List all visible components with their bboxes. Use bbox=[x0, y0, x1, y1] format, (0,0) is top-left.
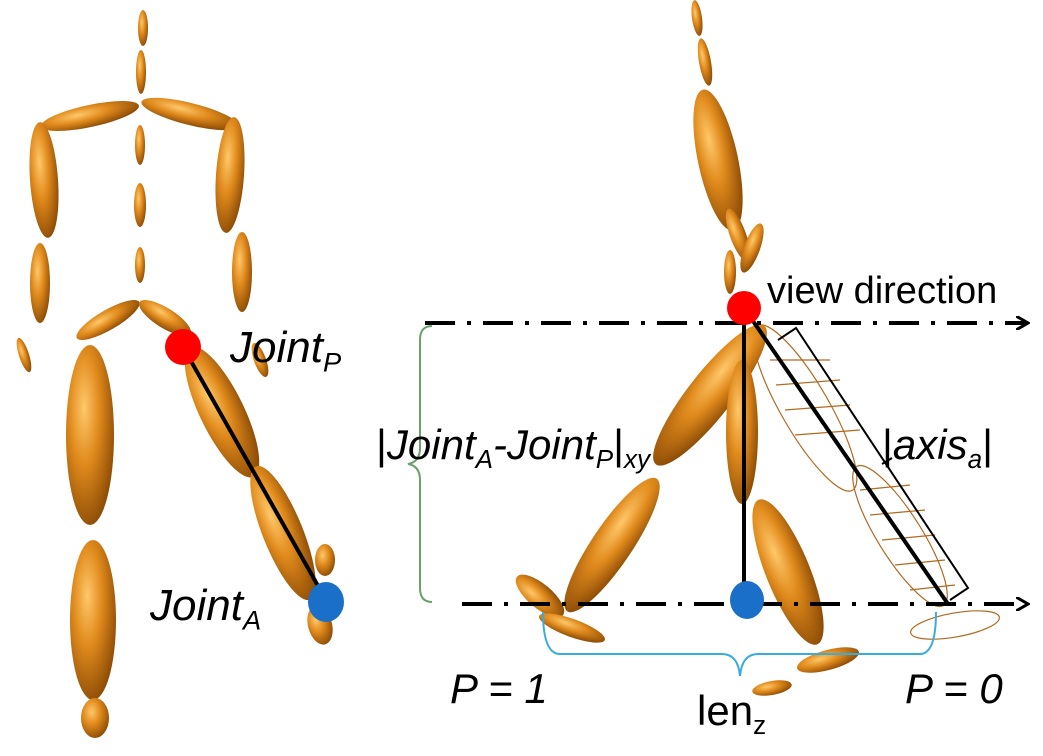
xy-distance-joint-p-sub: P bbox=[595, 444, 614, 475]
projected-axis-line bbox=[742, 306, 950, 606]
len-z-sub: z bbox=[753, 710, 767, 741]
side-view-figure bbox=[515, 0, 860, 696]
axis-length-bracket bbox=[777, 326, 970, 601]
len-z-label: lenz bbox=[697, 687, 766, 739]
xy-distance-open-bar: | bbox=[376, 421, 387, 468]
xy-distance-brace bbox=[407, 325, 433, 603]
axis-sub: a bbox=[967, 444, 983, 475]
axis-open-bar: | bbox=[882, 421, 893, 468]
len-z-brace bbox=[542, 611, 937, 677]
joint-a-label-base: Joint bbox=[150, 581, 243, 630]
axis-close-bar: | bbox=[982, 421, 994, 468]
len-z-base: len bbox=[697, 687, 754, 734]
axis-base: axis bbox=[892, 421, 968, 468]
joint-a-marker-front bbox=[308, 582, 344, 622]
view-direction-label: view direction bbox=[767, 270, 998, 312]
joint-p-label-sub: P bbox=[322, 346, 342, 378]
p-zero-label: P = 0 bbox=[905, 665, 1003, 712]
xy-distance-joint-a: Joint bbox=[386, 421, 476, 468]
xy-distance-close-bar: | bbox=[613, 421, 625, 468]
xy-distance-joint-p: Joint bbox=[507, 421, 596, 468]
xy-distance-dash: - bbox=[493, 421, 508, 468]
axis-bracket-tick bbox=[881, 457, 893, 465]
front-limb-axis-line bbox=[181, 346, 328, 601]
xy-distance-sub: xy bbox=[624, 444, 651, 475]
joint-p-label: JointP bbox=[230, 323, 341, 376]
joint-a-label-sub: A bbox=[242, 604, 262, 636]
axis-length-label: |axisa| bbox=[882, 421, 994, 473]
joint-p-label-base: Joint bbox=[230, 323, 323, 372]
joint-p-marker-front bbox=[165, 329, 201, 365]
p-one-label: P = 1 bbox=[450, 665, 548, 712]
xy-distance-joint-a-sub: A bbox=[475, 444, 494, 475]
joint-a-label: JointA bbox=[150, 581, 261, 634]
joint-p-marker-side bbox=[727, 291, 761, 325]
joint-a-marker-side bbox=[730, 581, 764, 619]
xy-distance-label: |JointA-JointP|xy bbox=[376, 421, 650, 473]
